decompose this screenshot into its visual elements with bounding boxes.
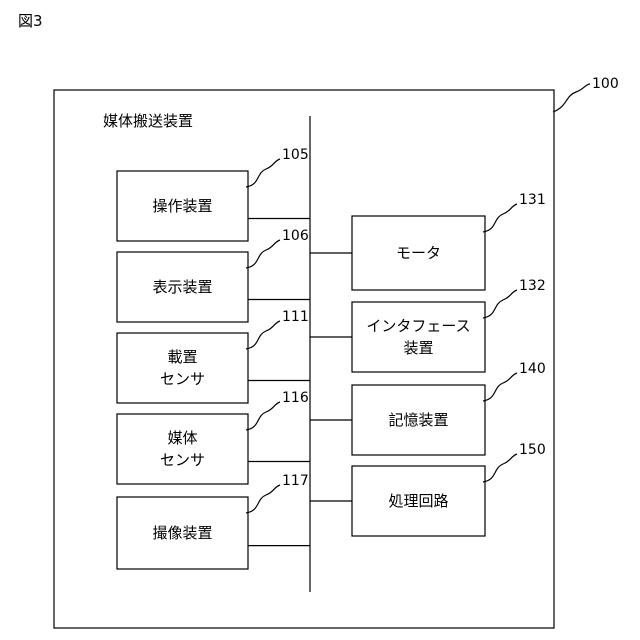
figure-label: 図3 [18, 12, 43, 30]
left-block-box [117, 333, 248, 403]
left-ref-number: 111 [282, 309, 309, 325]
left-block-box [117, 414, 248, 484]
right-block-label: 記憶装置 [388, 411, 448, 429]
right-ref-number: 150 [519, 442, 546, 458]
right-block-label: 装置 [403, 339, 433, 357]
left-block-label: 媒体 [167, 429, 197, 447]
left-block-label: センサ [160, 370, 205, 388]
left-ref-number: 117 [282, 473, 309, 489]
right-block-box [352, 302, 485, 372]
right-block-label: モータ [396, 244, 441, 262]
left-block-label: 操作装置 [152, 197, 212, 215]
right-ref-number: 131 [519, 192, 546, 208]
left-ref-number: 116 [282, 390, 309, 406]
left-block-label: センサ [160, 451, 205, 469]
device-ref: 100 [592, 76, 619, 92]
left-ref-number: 106 [282, 228, 309, 244]
device-ref-leader [553, 84, 590, 112]
right-ref-number: 140 [519, 361, 546, 377]
left-block-label: 撮像装置 [152, 524, 212, 542]
left-block-label: 表示装置 [152, 278, 212, 296]
left-block-label: 載置 [167, 348, 197, 366]
right-block-label: インタフェース [366, 317, 470, 335]
device-title: 媒体搬送装置 [103, 112, 193, 130]
right-block-label: 処理回路 [388, 492, 448, 510]
left-ref-number: 105 [282, 147, 309, 163]
right-ref-number: 132 [519, 278, 546, 294]
